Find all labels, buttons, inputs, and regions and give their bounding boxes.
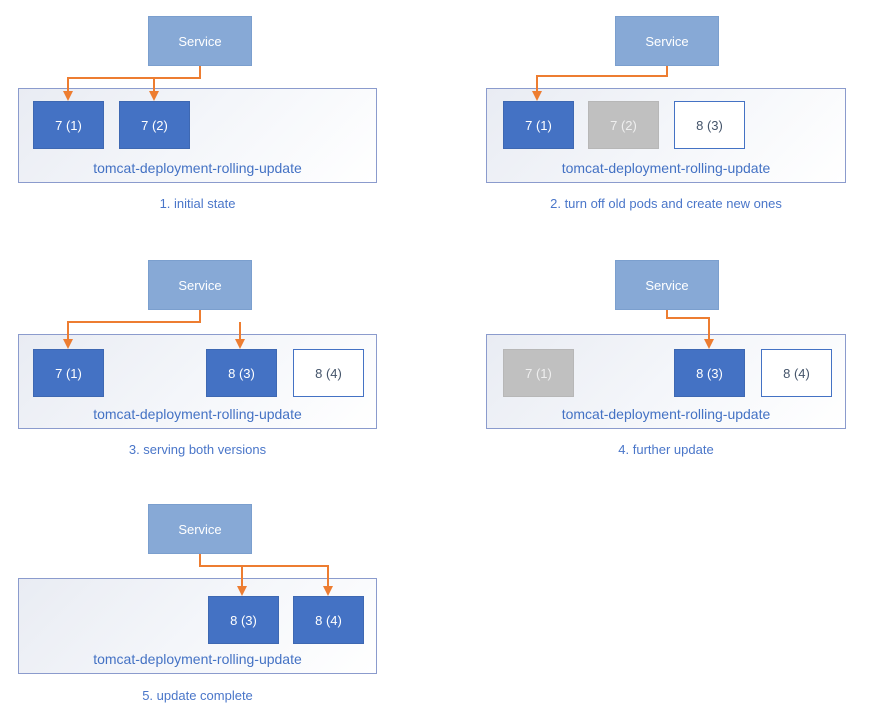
panel-caption-4: 4. further update: [618, 442, 714, 457]
pod-8-4: 8 (4): [293, 349, 364, 397]
deployment-label: tomcat-deployment-rolling-update: [93, 160, 302, 176]
pod-8-3: 8 (3): [674, 101, 745, 149]
service-box-5: Service: [148, 504, 252, 554]
pod-7-1: 7 (1): [33, 101, 104, 149]
deployment-container-2: 7 (1) 7 (2) 8 (3) tomcat-deployment-roll…: [486, 88, 846, 183]
service-box-2: Service: [615, 16, 719, 66]
service-box-3: Service: [148, 260, 252, 310]
service-box-1: Service: [148, 16, 252, 66]
deployment-container-5: 8 (3) 8 (4) tomcat-deployment-rolling-up…: [18, 578, 377, 674]
pod-8-4: 8 (4): [761, 349, 832, 397]
deployment-container-1: 7 (1) 7 (2) tomcat-deployment-rolling-up…: [18, 88, 377, 183]
panel-caption-2: 2. turn off old pods and create new ones: [550, 196, 782, 211]
deployment-label: tomcat-deployment-rolling-update: [93, 406, 302, 422]
pod-7-1: 7 (1): [33, 349, 104, 397]
service-box-4: Service: [615, 260, 719, 310]
deployment-label: tomcat-deployment-rolling-update: [93, 651, 302, 667]
pod-8-4: 8 (4): [293, 596, 364, 644]
panel-caption-1: 1. initial state: [159, 196, 236, 211]
pod-8-3: 8 (3): [208, 596, 279, 644]
pod-7-2: 7 (2): [119, 101, 190, 149]
deployment-container-3: 7 (1) 8 (3) 8 (4) tomcat-deployment-roll…: [18, 334, 377, 429]
pod-7-2: 7 (2): [588, 101, 659, 149]
pod-8-3: 8 (3): [674, 349, 745, 397]
deployment-container-4: 7 (1) 8 (3) 8 (4) tomcat-deployment-roll…: [486, 334, 846, 429]
panel-caption-3: 3. serving both versions: [128, 442, 267, 457]
deployment-label: tomcat-deployment-rolling-update: [561, 406, 771, 422]
deployment-label: tomcat-deployment-rolling-update: [561, 160, 771, 176]
pod-7-1: 7 (1): [503, 101, 574, 149]
pod-7-1: 7 (1): [503, 349, 574, 397]
panel-caption-5: 5. update complete: [142, 688, 253, 703]
pod-8-3: 8 (3): [206, 349, 277, 397]
